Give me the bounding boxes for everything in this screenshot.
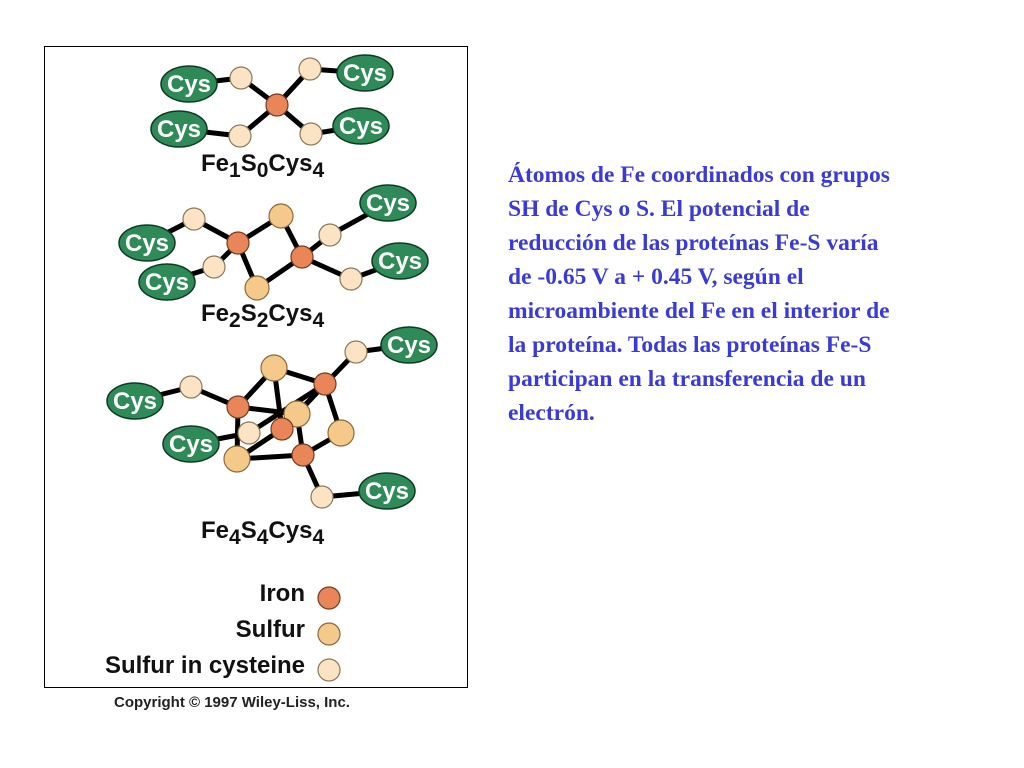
formula-symbol: S <box>241 300 257 327</box>
sulfur-atom <box>223 445 251 473</box>
cys-residue <box>371 242 429 280</box>
cys-label: Cys <box>167 71 211 98</box>
formula-symbol: S <box>241 150 257 177</box>
cys-residue <box>106 382 164 420</box>
sulfur-in-cysteine-atom <box>229 66 253 90</box>
sulfur-in-cysteine-atom <box>202 255 226 279</box>
cluster-formula: Fe2S2Cys4 <box>201 300 324 332</box>
sulfur-atom <box>260 354 288 382</box>
cys-residue <box>336 54 394 92</box>
sulfur-in-cysteine-atom <box>344 340 368 364</box>
cys-label: Cys <box>378 248 422 275</box>
formula-subscript: 4 <box>312 526 324 549</box>
iron-atom <box>226 231 250 255</box>
sulfur-in-cysteine-atom <box>318 223 342 247</box>
cys-label: Cys <box>366 190 410 217</box>
sulfur-in-cysteine-atom <box>339 267 363 291</box>
formula-subscript: 4 <box>312 159 324 182</box>
formula-symbol: Fe <box>201 150 229 177</box>
formula-symbol: S <box>241 517 257 544</box>
iron-legend-swatch <box>317 586 341 610</box>
cys-label: Cys <box>339 113 383 140</box>
sulfur-in-cysteine-atom <box>182 207 206 231</box>
iron-atom <box>226 395 250 419</box>
cys-residue <box>118 224 176 262</box>
sulfur-in-cysteine-atom <box>179 375 203 399</box>
sulfur-in-cysteine-atom <box>299 122 323 146</box>
cys-residue <box>150 110 208 148</box>
formula-symbol: Cys <box>268 150 312 177</box>
formula-subscript: 4 <box>229 526 241 549</box>
sulfur-atom <box>327 419 355 447</box>
cys-residue <box>359 184 417 222</box>
cys-residue <box>160 65 218 103</box>
cys-residue <box>380 326 438 364</box>
iron-atom <box>291 443 315 467</box>
formula-symbol: Cys <box>268 517 312 544</box>
iron-atom <box>270 417 294 441</box>
sulfur-in-cysteine-atom <box>310 485 334 509</box>
sulfur-in-cysteine-atom <box>237 421 261 445</box>
formula-symbol: Cys <box>268 300 312 327</box>
cys-label: Cys <box>145 269 189 296</box>
sulfur-atom <box>283 400 311 428</box>
sulfur-in-cysteine-legend-swatch <box>317 658 341 682</box>
cluster-formula: Fe1S0Cys4 <box>201 150 324 182</box>
iron-atom <box>265 93 289 117</box>
legend-sulfur-in-cysteine-label: Sulfur in cysteine <box>105 652 305 679</box>
formula-symbol: Fe <box>201 300 229 327</box>
cys-label: Cys <box>343 60 387 87</box>
sulfur-atom <box>244 275 270 301</box>
formula-subscript: 2 <box>229 309 241 332</box>
legend-sulfur-label: Sulfur <box>236 616 305 643</box>
sulfur-in-cysteine-atom <box>228 124 252 148</box>
cys-label: Cys <box>365 478 409 505</box>
cys-label: Cys <box>169 431 213 458</box>
copyright-notice: Copyright © 1997 Wiley-Liss, Inc. <box>114 694 350 711</box>
cys-label: Cys <box>125 230 169 257</box>
cys-label: Cys <box>387 332 431 359</box>
iron-atom <box>290 245 314 269</box>
cys-label: Cys <box>157 116 201 143</box>
formula-symbol: Fe <box>201 517 229 544</box>
sulfur-atom <box>268 203 294 229</box>
caption-text: Átomos de Fe coordinados con grupos SH d… <box>508 162 890 426</box>
formula-subscript: 1 <box>229 159 241 182</box>
legend-iron-label: Iron <box>260 580 305 607</box>
formula-subscript: 4 <box>257 526 269 549</box>
cys-residue <box>138 263 196 301</box>
iron-atom <box>313 372 337 396</box>
cys-residue <box>358 472 416 510</box>
sulfur-in-cysteine-atom <box>298 57 322 81</box>
cys-residue <box>332 107 390 145</box>
formula-subscript: 0 <box>257 159 269 182</box>
cluster-formula: Fe4S4Cys4 <box>201 517 324 549</box>
sulfur-legend-swatch <box>317 622 341 646</box>
cys-label: Cys <box>113 388 157 415</box>
formula-subscript: 4 <box>312 309 324 332</box>
cys-residue <box>162 425 220 463</box>
formula-subscript: 2 <box>257 309 269 332</box>
